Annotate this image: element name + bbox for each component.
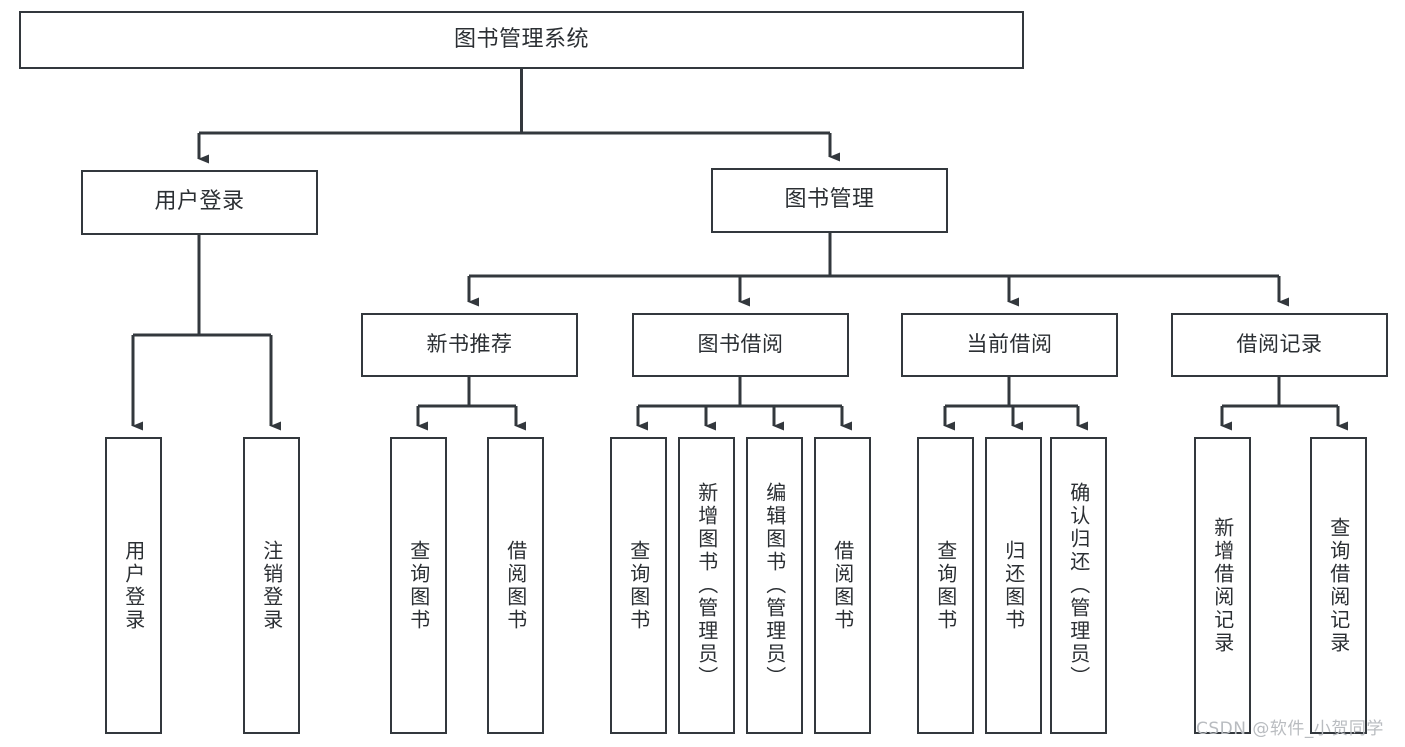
node-label: 图书管理系统 <box>453 26 589 52</box>
leaf-lend-book[interactable]: 借阅图书 <box>814 437 871 734</box>
node-label: 借阅图书 <box>503 539 528 632</box>
node-label: 查询图书 <box>933 539 958 632</box>
node-label: 查询借阅记录 <box>1326 516 1351 655</box>
leaf-confirm-return-admin[interactable]: 确认归还（管理员） <box>1050 437 1107 734</box>
leaf-logout[interactable]: 注销登录 <box>243 437 300 734</box>
node-label: 查询图书 <box>626 539 651 632</box>
node-label: 归还图书 <box>1001 539 1026 632</box>
node-new-book-recommend[interactable]: 新书推荐 <box>361 313 578 377</box>
node-label: 新书推荐 <box>426 332 513 357</box>
node-label: 新增图书（管理员） <box>694 482 719 689</box>
node-root-system[interactable]: 图书管理系统 <box>19 11 1024 69</box>
node-book-management[interactable]: 图书管理 <box>711 168 948 233</box>
watermark-text: CSDN @软件_小贺同学 <box>1196 719 1384 739</box>
node-label: 用户登录 <box>154 189 245 215</box>
node-user-login[interactable]: 用户登录 <box>81 170 318 235</box>
node-book-borrow[interactable]: 图书借阅 <box>632 313 849 377</box>
leaf-borrow-book-new[interactable]: 借阅图书 <box>487 437 544 734</box>
leaf-add-borrow-record[interactable]: 新增借阅记录 <box>1194 437 1251 734</box>
node-current-borrow[interactable]: 当前借阅 <box>901 313 1118 377</box>
node-label: 用户登录 <box>121 539 146 632</box>
node-label: 借阅图书 <box>830 539 855 632</box>
node-label: 图书借阅 <box>697 332 784 357</box>
leaf-query-book-new[interactable]: 查询图书 <box>390 437 447 734</box>
leaf-query-book-borrow[interactable]: 查询图书 <box>610 437 667 734</box>
node-borrow-records[interactable]: 借阅记录 <box>1171 313 1388 377</box>
leaf-query-borrow-record[interactable]: 查询借阅记录 <box>1310 437 1367 734</box>
node-label: 图书管理 <box>784 187 875 213</box>
leaf-query-book-current[interactable]: 查询图书 <box>917 437 974 734</box>
leaf-user-login[interactable]: 用户登录 <box>105 437 162 734</box>
node-label: 注销登录 <box>259 539 284 632</box>
node-label: 编辑图书（管理员） <box>762 482 787 689</box>
node-label: 当前借阅 <box>966 332 1053 357</box>
node-label: 新增借阅记录 <box>1210 516 1235 655</box>
leaf-return-book[interactable]: 归还图书 <box>985 437 1042 734</box>
node-label: 确认归还（管理员） <box>1066 482 1091 689</box>
leaf-edit-book-admin[interactable]: 编辑图书（管理员） <box>746 437 803 734</box>
leaf-add-book-admin[interactable]: 新增图书（管理员） <box>678 437 735 734</box>
node-label: 借阅记录 <box>1236 332 1323 357</box>
node-label: 查询图书 <box>406 539 431 632</box>
